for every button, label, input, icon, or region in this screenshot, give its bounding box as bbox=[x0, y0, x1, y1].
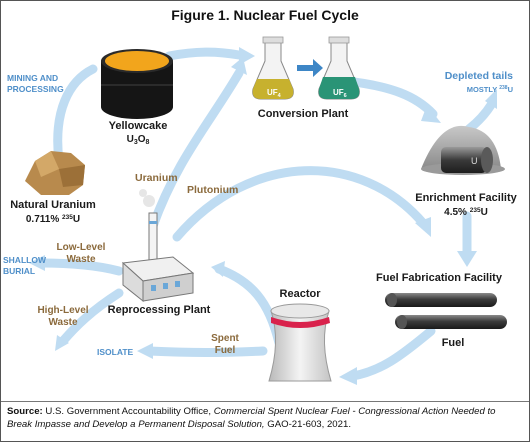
arrow-reactor-to-reprocessing bbox=[214, 264, 284, 348]
reactor-label: Reactor bbox=[280, 288, 322, 300]
reactor-tower bbox=[268, 303, 332, 382]
isolate-label: ISOLATE bbox=[97, 347, 134, 357]
source-report-id: GAO-21-603, 2021. bbox=[267, 419, 351, 430]
enrichment-facility-label: Enrichment Facility bbox=[415, 192, 517, 204]
natural-uranium-label: Natural Uranium bbox=[10, 199, 96, 211]
source-org: U.S. Government Accountability Office, bbox=[45, 406, 212, 417]
reprocessing-plant-label: Reprocessing Plant bbox=[108, 304, 211, 316]
fuel-label: Fuel bbox=[442, 337, 465, 349]
arrow-plutonium bbox=[172, 166, 428, 242]
uranium-rock bbox=[25, 151, 85, 195]
arrow-to-depleted bbox=[464, 100, 496, 134]
plutonium-flow-label: Plutonium bbox=[187, 184, 238, 196]
arrow-low-level bbox=[36, 258, 124, 276]
fuel-rods bbox=[385, 293, 507, 329]
arrow-uranium bbox=[148, 68, 244, 231]
flask-uf4 bbox=[252, 36, 294, 100]
flask-uf6 bbox=[318, 36, 360, 100]
source-citation: Source: U.S. Government Accountability O… bbox=[1, 401, 529, 441]
arrow-heads bbox=[29, 47, 497, 385]
yellowcake-barrel bbox=[101, 49, 173, 119]
source-report-title: Commercial Spent Nuclear Fuel - Congress… bbox=[7, 406, 496, 430]
arrow-conversion-to-enrichment bbox=[341, 76, 438, 119]
yellowcake-formula: U3O8 bbox=[127, 134, 150, 146]
enrichment-value: 4.5% 235U bbox=[444, 207, 488, 218]
arrow-spent-to-isolate bbox=[144, 346, 268, 357]
enrichment-cylinder: U bbox=[441, 147, 493, 173]
reprocessing-plant bbox=[121, 189, 195, 303]
fuel-fabrication-label: Fuel Fabrication Facility bbox=[376, 272, 503, 284]
figure-title: Figure 1. Nuclear Fuel Cycle bbox=[171, 7, 359, 23]
arrow-yellowcake-to-conversion bbox=[164, 47, 244, 61]
depleted-tails-label: Depleted tails bbox=[445, 70, 513, 82]
fuel-cycle-diagram: U Yellowcake bbox=[3, 36, 518, 385]
arrow-high-level bbox=[58, 288, 124, 346]
natural-uranium-value: 0.711% 235U bbox=[26, 214, 80, 225]
source-label: Source: bbox=[7, 406, 43, 417]
arrow-mining bbox=[53, 64, 98, 166]
flask-uf6-label: UF6 bbox=[333, 88, 347, 99]
yellowcake-label: Yellowcake bbox=[109, 120, 168, 132]
arrow-fuel-to-reactor bbox=[348, 326, 436, 381]
uranium-flow-label: Uranium bbox=[135, 172, 178, 184]
depleted-tails-note: MOSTLY 238U bbox=[467, 85, 513, 94]
flask-uf4-label: UF4 bbox=[267, 88, 282, 99]
conversion-arrow bbox=[297, 59, 323, 77]
cylinder-label: U bbox=[471, 156, 478, 166]
conversion-plant-label: Conversion Plant bbox=[258, 108, 349, 120]
